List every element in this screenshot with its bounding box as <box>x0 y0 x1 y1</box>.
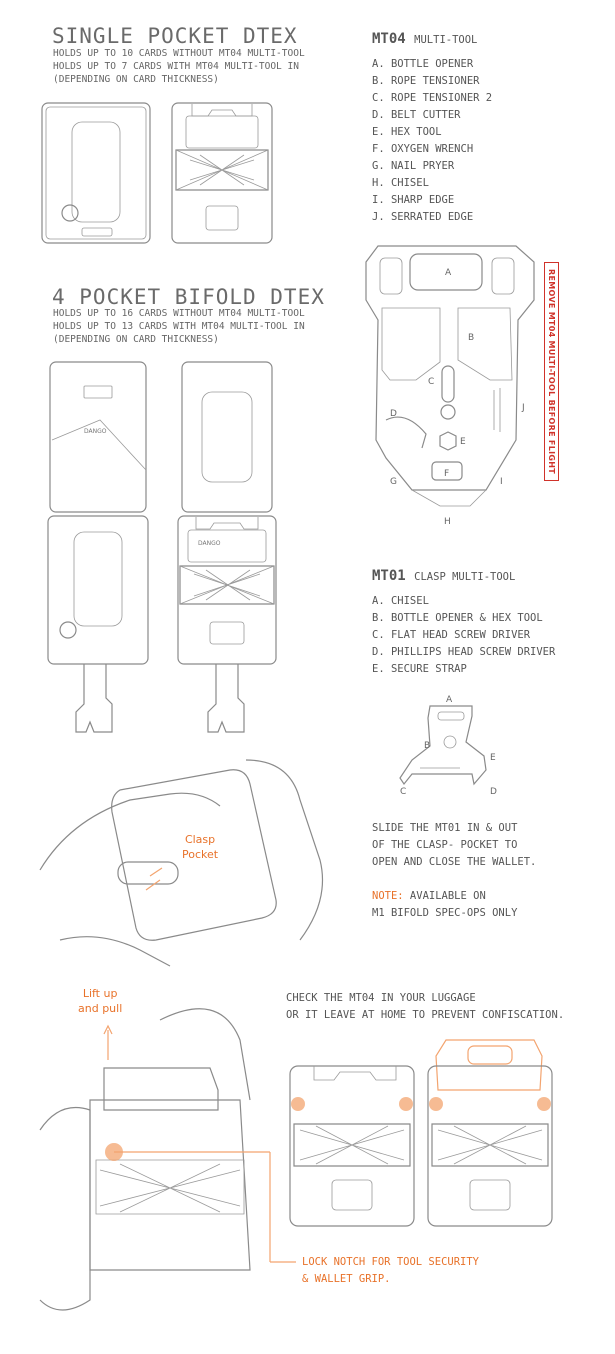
clasp-pocket-label: Clasp Pocket <box>182 833 219 861</box>
list-item: G. NAIL PRYER <box>372 160 455 172</box>
note-label: NOTE: <box>372 890 404 902</box>
list-item: D. PHILLIPS HEAD SCREW DRIVER <box>372 646 556 658</box>
mt04-label-j: J <box>521 403 525 413</box>
mt01-note: NOTE: AVAILABLE ON <box>372 888 486 905</box>
mt01-list: A. CHISEL B. BOTTLE OPENER & HEX TOOL C.… <box>372 593 555 678</box>
mt04-label-d: D <box>390 409 397 419</box>
single-wallet-back-illustration <box>41 102 151 244</box>
mt01-label-c: C <box>400 787 406 797</box>
mt01-tool-illustration: A B C D E <box>399 695 497 797</box>
bifold-title: 4 POCKET BIFOLD DTEX <box>52 285 325 309</box>
bifold-brand-mark: DANGO <box>84 428 107 435</box>
list-item: E. HEX TOOL <box>372 126 442 138</box>
single-pocket-desc: HOLDS UP TO 10 CARDS WITHOUT MT04 MULTI-… <box>53 48 305 85</box>
list-item: H. CHISEL <box>372 177 429 189</box>
list-item: A. CHISEL <box>372 595 429 607</box>
wallet-with-tool-illustration <box>289 1065 415 1227</box>
note-line-1: AVAILABLE ON <box>403 890 486 902</box>
mt01-label-d: D <box>490 787 497 797</box>
flight-warning-badge: REMOVE MT04 MULTI-TOOL BEFORE FLIGHT <box>544 262 559 481</box>
mt04-code: MT04 <box>372 31 406 47</box>
mt04-label-h: H <box>444 517 451 527</box>
list-item: J. SERRATED EDGE <box>372 211 474 223</box>
mt04-list: A. BOTTLE OPENER B. ROPE TENSIONER C. RO… <box>372 56 492 226</box>
mt01-slide-instructions: SLIDE THE MT01 IN & OUT OF THE CLASP- PO… <box>372 822 537 868</box>
single-wallet-front-illustration <box>171 102 273 244</box>
list-item: D. BELT CUTTER <box>372 109 461 121</box>
mt04-label-f: F <box>444 469 449 479</box>
mt04-label-a: A <box>445 268 452 278</box>
mt01-name: CLASP MULTI-TOOL <box>414 571 516 583</box>
bifold-wallet-back-illustration <box>47 361 149 733</box>
list-item: C. ROPE TENSIONER 2 <box>372 92 493 104</box>
mt04-name: MULTI-TOOL <box>414 34 478 46</box>
mt04-tool-illustration: A B C D E F G H I J <box>365 245 535 527</box>
list-item: A. BOTTLE OPENER <box>372 58 474 70</box>
hands-clasp-illustration <box>39 759 324 967</box>
mt04-title: MT04 MULTI-TOOL <box>372 31 477 47</box>
bifold-desc: HOLDS UP TO 16 CARDS WITHOUT MT04 MULTI-… <box>53 308 305 345</box>
mt04-label-b: B <box>468 333 474 343</box>
mt04-label-c: C <box>428 377 434 387</box>
bifold-brand-mark-front: DANGO <box>198 540 221 547</box>
list-item: F. OXYGEN WRENCH <box>372 143 474 155</box>
bifold-wallet-front-illustration <box>177 361 277 733</box>
wallet-tool-lifted-illustration <box>427 1039 553 1227</box>
list-item: B. ROPE TENSIONER <box>372 75 480 87</box>
single-pocket-title: SINGLE POCKET DTEX <box>52 24 298 48</box>
list-item: B. BOTTLE OPENER & HEX TOOL <box>372 612 543 624</box>
list-item: I. SHARP EDGE <box>372 194 455 206</box>
mt01-label-e: E <box>490 753 496 763</box>
mt01-title: MT01 CLASP MULTI-TOOL <box>372 568 515 584</box>
list-item: C. FLAT HEAD SCREW DRIVER <box>372 629 531 641</box>
mt01-label-a: A <box>446 695 453 705</box>
list-item: E. SECURE STRAP <box>372 663 467 675</box>
hand-lift-illustration <box>39 1008 296 1311</box>
mt04-label-i: I <box>500 477 503 487</box>
luggage-instructions: CHECK THE MT04 IN YOUR LUGGAGE OR IT LEA… <box>286 992 565 1021</box>
mt04-label-e: E <box>460 437 466 447</box>
mt04-label-g: G <box>390 477 397 487</box>
lift-instruction-label: Lift up and pull <box>78 987 123 1015</box>
mt01-note-line-2: M1 BIFOLD SPEC-OPS ONLY <box>372 907 518 919</box>
lock-notch-caption: LOCK NOTCH FOR TOOL SECURITY & WALLET GR… <box>302 1256 480 1285</box>
mt01-code: MT01 <box>372 568 406 584</box>
mt01-label-b: B <box>424 741 430 751</box>
